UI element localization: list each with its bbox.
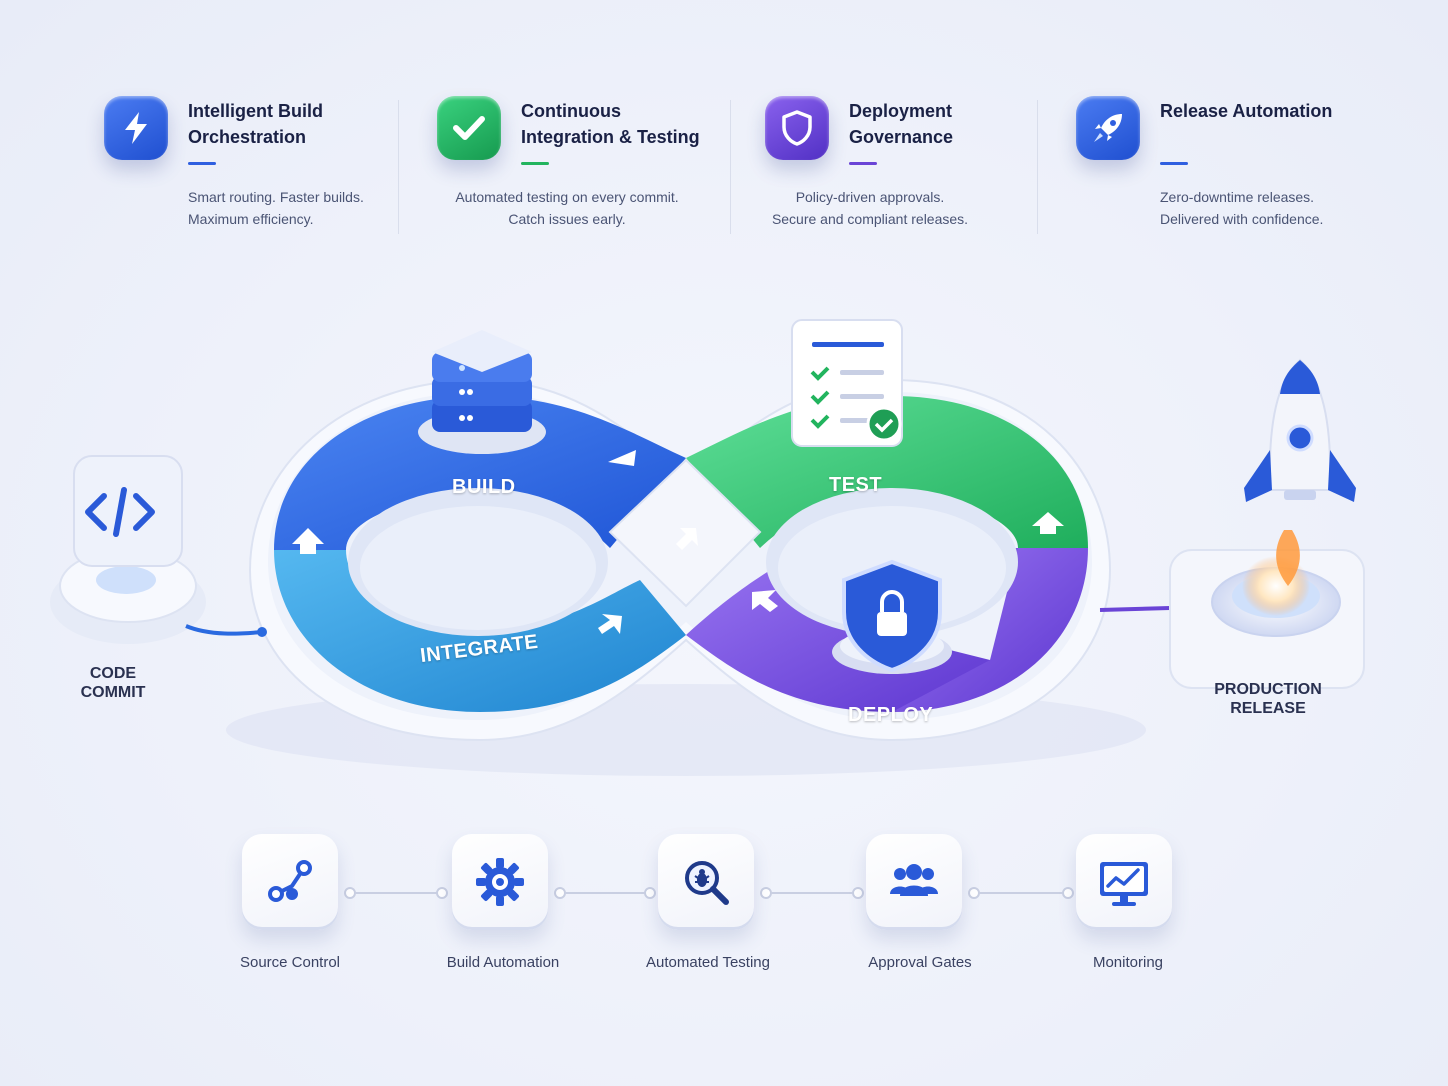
- rocket-icon: [1076, 96, 1140, 160]
- connector-dot: [760, 887, 772, 899]
- arrow-icon: [676, 528, 698, 550]
- feature-underline: [1160, 162, 1188, 165]
- arrow-icon: [608, 450, 636, 466]
- production-pedestal: [1169, 549, 1365, 689]
- feature-description: Policy-driven approvals. Secure and comp…: [765, 186, 975, 230]
- arrow-icon: [1032, 512, 1064, 534]
- feature-desc-line: Catch issues early.: [508, 211, 626, 227]
- check-icon: [437, 96, 501, 160]
- tool-label: Approval Gates: [868, 954, 972, 971]
- release-connector: [1099, 606, 1171, 612]
- feature-description: Smart routing. Faster builds. Maximum ef…: [188, 186, 448, 230]
- production-line: RELEASE: [1230, 700, 1306, 717]
- infinity-loop-graphic: [50, 319, 1365, 776]
- feature-title: Continuous Integration & Testing: [521, 101, 700, 147]
- production-release-label: PRODUCTION RELEASE: [1198, 680, 1338, 718]
- tool-label: Build Automation: [446, 954, 560, 971]
- feature-desc-line: Maximum efficiency.: [188, 211, 314, 227]
- tool-connector: [350, 892, 442, 894]
- flow-arrows: [292, 450, 1064, 634]
- lightning-icon: [104, 96, 168, 160]
- production-line: PRODUCTION: [1214, 681, 1322, 698]
- divider: [398, 100, 399, 234]
- connector-dot: [344, 887, 356, 899]
- feature-desc-line: Delivered with confidence.: [1160, 211, 1324, 227]
- test-segment[interactable]: [686, 396, 1088, 548]
- tool-build-automation[interactable]: [452, 834, 548, 930]
- feature-desc-line: Secure and compliant releases.: [771, 211, 969, 227]
- tool-label: Source Control: [239, 954, 341, 971]
- build-segment[interactable]: [274, 396, 686, 550]
- feature-title: Release Automation: [1160, 101, 1333, 121]
- feature-row: Intelligent Build Orchestration Smart ro…: [0, 0, 1448, 260]
- divider: [1037, 100, 1038, 234]
- connector-dot: [968, 887, 980, 899]
- code-commit-line: CODE: [89, 665, 137, 682]
- arrow-icon: [292, 528, 324, 554]
- connector-dot: [1062, 887, 1074, 899]
- commit-connector: [185, 624, 263, 636]
- shield-icon: [765, 96, 829, 160]
- arrow-icon: [598, 614, 622, 634]
- arrow-icon: [752, 590, 778, 612]
- checklist-icon: [791, 319, 903, 447]
- connector-dot: [852, 887, 864, 899]
- tool-approval-gates[interactable]: [866, 834, 962, 930]
- monitor-chart-icon: [1100, 862, 1148, 906]
- feature-underline: [849, 162, 877, 165]
- tool-label: Monitoring: [1092, 954, 1164, 971]
- rocket-icon: [1244, 358, 1356, 586]
- test-label: TEST: [829, 474, 883, 496]
- feature-underline: [188, 162, 216, 165]
- feature-desc-line: Smart routing. Faster builds.: [188, 189, 364, 205]
- feature-underline: [521, 162, 549, 165]
- feature-title: Deployment Governance: [849, 101, 954, 147]
- branch-icon: [268, 860, 312, 902]
- code-commit-line: COMMIT: [80, 684, 146, 701]
- tool-source-control[interactable]: [242, 834, 338, 930]
- team-icon: [890, 864, 938, 896]
- feature-title: Intelligent Build Orchestration: [188, 101, 323, 147]
- bug-search-icon: [685, 861, 729, 905]
- tool-automated-testing[interactable]: [658, 834, 754, 930]
- tool-chain: Source Control Build Automation Automa: [0, 830, 1448, 990]
- code-commit-label: CODE COMMIT: [58, 664, 168, 702]
- gear-icon: [476, 858, 524, 906]
- connector-dot: [554, 887, 566, 899]
- connector-dot: [436, 887, 448, 899]
- feature-desc-line: Policy-driven approvals.: [795, 189, 945, 205]
- connector-dot: [644, 887, 656, 899]
- deploy-label: DEPLOY: [848, 704, 934, 726]
- feature-description: Automated testing on every commit. Catch…: [437, 186, 697, 230]
- tool-connector: [766, 892, 858, 894]
- code-commit-pedestal: [50, 455, 206, 644]
- feature-desc-line: Automated testing on every commit.: [455, 189, 679, 205]
- divider: [730, 100, 731, 234]
- tool-connector: [974, 892, 1068, 894]
- feature-desc-line: Zero-downtime releases.: [1160, 189, 1315, 205]
- server-stack-icon: [418, 330, 546, 454]
- tool-connector: [560, 892, 650, 894]
- feature-description: Zero-downtime releases. Delivered with c…: [1160, 186, 1420, 230]
- tool-label: Automated Testing: [646, 954, 770, 971]
- shield-lock-icon: [832, 559, 952, 674]
- tool-monitoring[interactable]: [1076, 834, 1172, 930]
- build-label: BUILD: [452, 476, 516, 498]
- devops-loop-diagram: BUILD TEST INTEGRATE DEPLOY CODE COMMIT …: [0, 300, 1448, 780]
